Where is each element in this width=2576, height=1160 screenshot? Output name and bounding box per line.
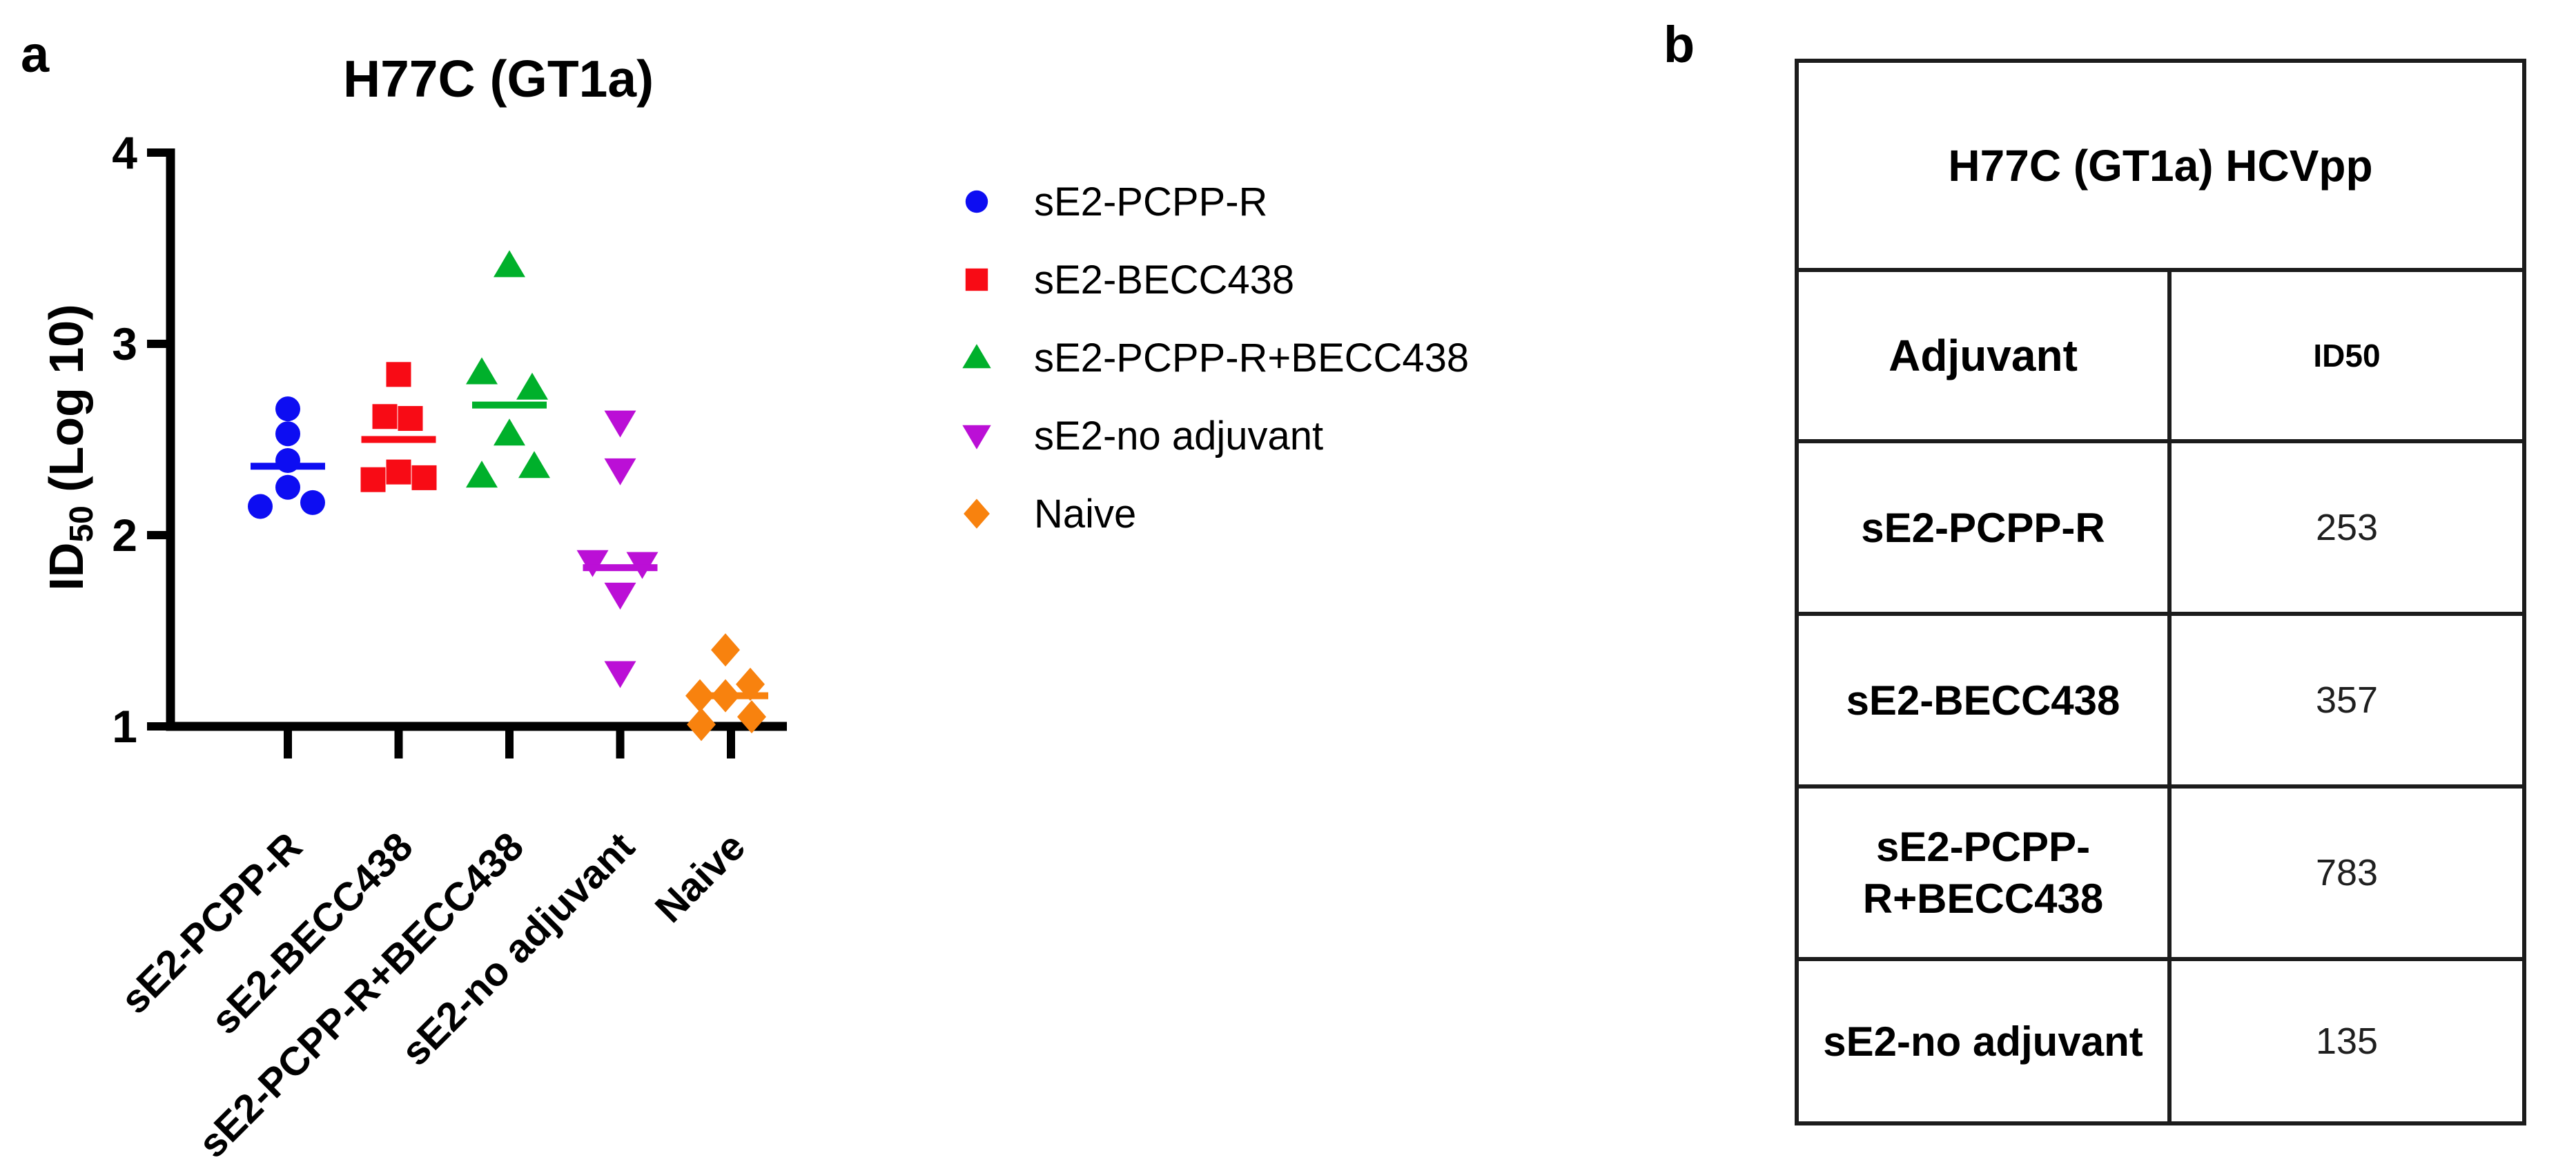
y-axis-label: ID50 (Log 10) (39, 304, 100, 590)
data-point (275, 474, 300, 500)
data-point (275, 396, 300, 422)
table-row-adjuvant: sE2-PCPP-R+BECC438 (1799, 784, 2167, 957)
scatter-plot: H77C (GT1a)ID50 (Log 10)4321sE2-PCPP-RsE… (39, 50, 1469, 1160)
data-point (516, 372, 548, 400)
y-tick-label: 2 (112, 510, 137, 561)
data-point (411, 465, 437, 490)
data-point (300, 490, 325, 515)
hcvpp-results-table: H77C (GT1a) HCVpp Adjuvant ID50 sE2-PCPP… (1795, 59, 2526, 1125)
data-point (494, 250, 525, 278)
table-row-id50: 253 (2167, 439, 2522, 612)
series-sE2-PCPP-R+BECC438 (466, 250, 550, 488)
table-row-id50: 135 (2167, 957, 2522, 1121)
data-point (604, 661, 636, 688)
legend-label: sE2-PCPP-R (1034, 180, 1267, 224)
table-row-adjuvant: sE2-PCPP-R (1799, 439, 2167, 612)
data-point (398, 406, 423, 432)
legend-triangle-down-icon (962, 425, 991, 450)
series-sE2-PCPP-R (248, 396, 325, 519)
data-point (494, 418, 525, 446)
legend-label: Naive (1034, 492, 1136, 536)
table-header-adjuvant: Adjuvant (1799, 268, 2167, 439)
panel-b-label: b (1663, 16, 1695, 73)
data-point (275, 421, 300, 447)
table-header-id50: ID50 (2167, 268, 2522, 439)
data-point (711, 633, 740, 667)
table-title: H77C (GT1a) HCVpp (1948, 140, 2373, 191)
legend-label: sE2-PCPP-R+BECC438 (1034, 336, 1469, 380)
series-sE2-BECC438 (360, 362, 437, 492)
data-point (604, 410, 636, 438)
data-point (386, 362, 411, 387)
data-point (576, 550, 609, 577)
legend-circle-icon (965, 190, 988, 213)
series-Naive (685, 633, 768, 742)
series-sE2-no adjuvant (576, 410, 658, 688)
legend-triangle-up-icon (962, 344, 991, 369)
panel-a-label: a (21, 26, 50, 83)
data-point (518, 451, 550, 478)
table-row-adjuvant: sE2-no adjuvant (1799, 957, 2167, 1121)
table-row-id50: 357 (2167, 612, 2522, 784)
legend: sE2-PCPP-R sE2-BECC438 sE2-PCPP-R+BECC438 s… (962, 180, 1469, 536)
data-point (737, 700, 766, 734)
data-point (687, 708, 716, 742)
y-tick-label: 3 (112, 318, 137, 369)
y-tick-label: 1 (112, 701, 137, 752)
x-tick-label: sE2-BECC438 (202, 824, 421, 1043)
data-point (386, 459, 411, 485)
data-point (372, 404, 398, 429)
data-point (360, 467, 386, 492)
legend-label: sE2-no adjuvant (1034, 414, 1323, 458)
data-point (248, 494, 273, 519)
data-point (466, 461, 498, 488)
data-point (604, 582, 636, 610)
legend-square-icon (965, 268, 988, 291)
legend-diamond-icon (964, 499, 990, 529)
x-tick-label: Naive (647, 824, 754, 931)
y-tick-label: 4 (112, 127, 137, 178)
chart-title: H77C (GT1a) (343, 50, 654, 108)
table-row-id50: 783 (2167, 784, 2522, 957)
data-point (604, 458, 636, 485)
data-point (466, 357, 498, 385)
legend-label: sE2-BECC438 (1034, 258, 1294, 302)
table-row-adjuvant: sE2-BECC438 (1799, 612, 2167, 784)
